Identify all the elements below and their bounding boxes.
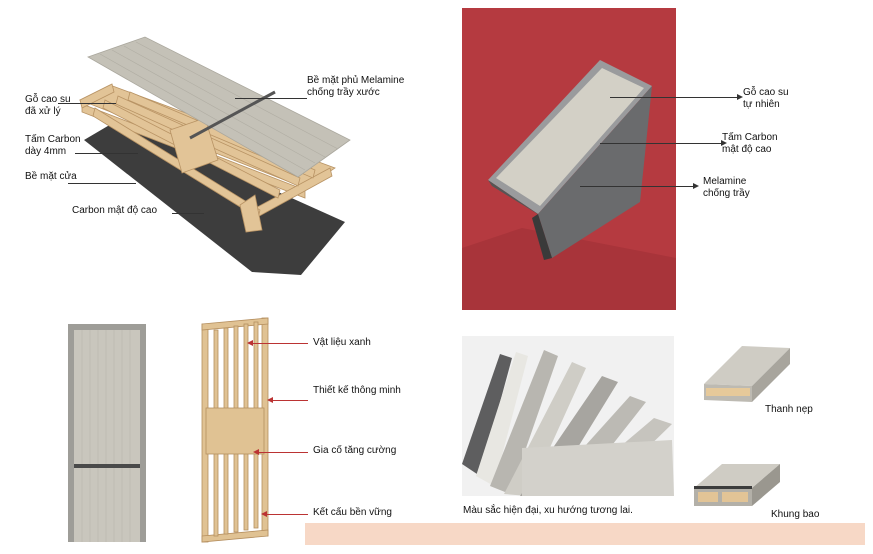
label-trim: Thanh nẹp [765, 404, 813, 415]
sample-cross-section-photo [462, 8, 676, 310]
wood-frame-structure [201, 317, 269, 543]
label-carbon-sheet: Tấm Carbon dày 4mm [25, 134, 81, 157]
sample-block-face [496, 68, 644, 206]
trim-piece-image [704, 346, 790, 402]
label-green-material: Vật liệu xanh [313, 337, 371, 348]
label-high-density-carbon: Carbon mật độ cao [72, 205, 158, 216]
label-scratch-resistant-melamine: Melamine chống trầy [703, 176, 750, 199]
label-melamine-coating: Bề mặt phủ Melamine chống trầy xước [307, 75, 405, 98]
door-frame-piece-image [694, 464, 780, 506]
label-reinforced: Gia cố tăng cường [313, 445, 397, 456]
carbon-bottom-sheet [84, 120, 345, 275]
swatches-caption: Màu sắc hiện đại, xu hướng tương lai. [463, 505, 633, 516]
label-durable-structure: Kết cấu bền vững [313, 507, 392, 518]
label-door-surface: Bề mặt cửa [25, 171, 77, 182]
exploded-door-diagram [79, 36, 351, 275]
label-smart-design: Thiết kế thông minh [313, 385, 401, 396]
label-frame: Khung bao [771, 509, 820, 520]
wood-frame [79, 83, 336, 233]
finished-door-illustration [68, 324, 146, 542]
color-swatches-photo [462, 336, 674, 496]
accent-band [305, 523, 865, 545]
label-high-density-carbon-sheet: Tấm Carbon mật độ cao [722, 132, 778, 155]
label-treated-rubberwood: Gỗ cao su đã xử lý [25, 94, 71, 117]
melamine-top-board [87, 36, 351, 178]
label-natural-rubberwood: Gỗ cao su tự nhiên [743, 87, 789, 110]
